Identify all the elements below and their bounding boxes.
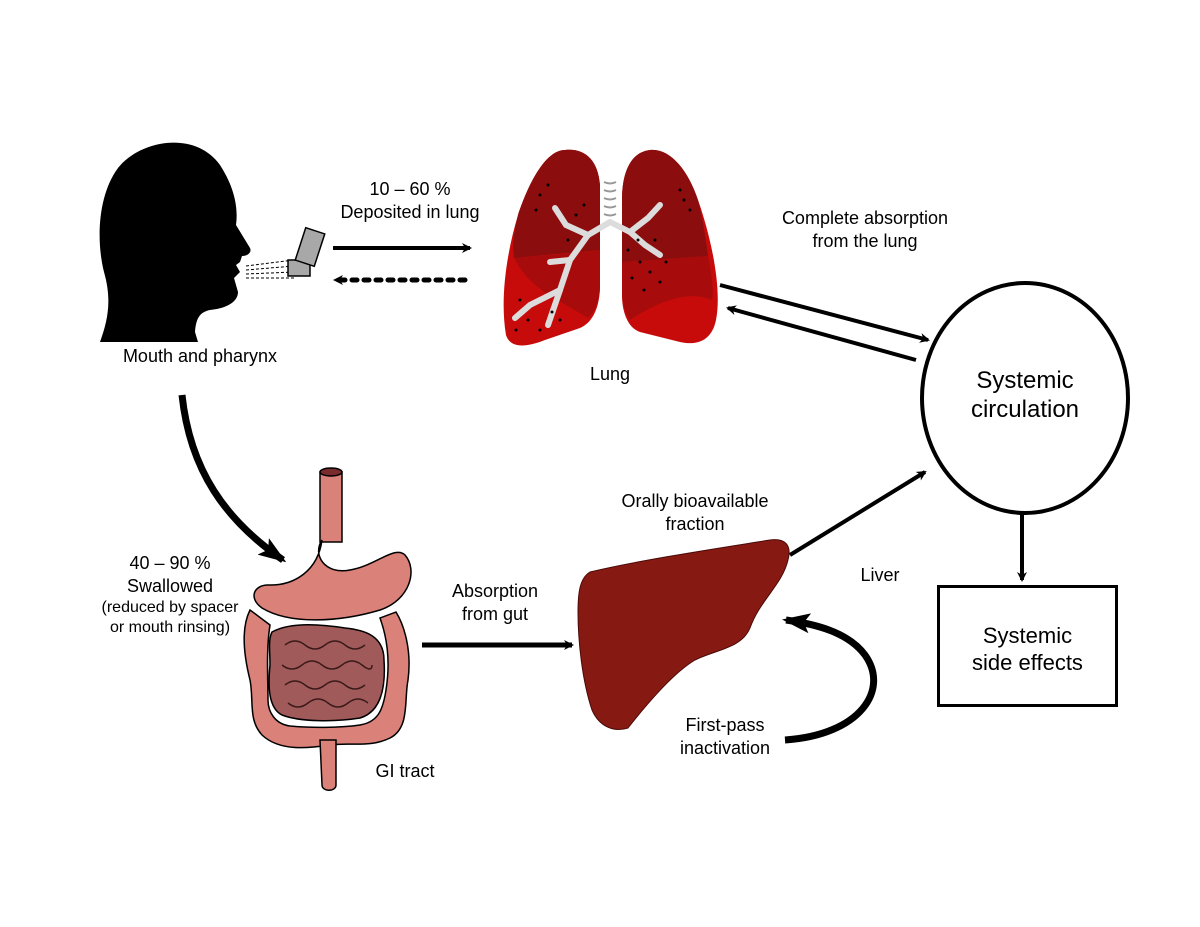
deposited-pct-label: 10 – 60 %: [369, 179, 451, 199]
reduced-by-spacer-line2: or mouth rinsing): [109, 619, 231, 636]
inhaler-icon: [287, 226, 326, 277]
reduced-by-spacer-line1: (reduced by spacer: [101, 599, 239, 616]
deposited-text-label: Deposited in lung: [340, 202, 480, 222]
swallowed-text-label: Swallowed: [126, 576, 214, 596]
arrow-liver-to-circulation: [788, 470, 927, 557]
side-effects-line2: side effects: [972, 650, 1083, 675]
head-silhouette-icon: [99, 142, 251, 342]
orally-bioavailable-line1: Orally bioavailable: [621, 491, 769, 511]
spray-mist: [245, 259, 295, 279]
lung-icon: [503, 149, 718, 346]
lung-label: Lung: [589, 364, 631, 384]
swallowed-pct-label: 40 – 90 %: [129, 553, 211, 573]
systemic-circulation-line2: circulation: [970, 396, 1080, 423]
systemic-circulation-node: [920, 281, 1130, 515]
absorption-gut-line1: Absorption: [451, 581, 539, 601]
gi-tract-icon: [243, 467, 412, 791]
orally-bioavailable-line2: fraction: [665, 514, 725, 534]
first-pass-line1: First-pass: [685, 715, 765, 735]
arrow-swallowed: [178, 394, 287, 563]
systemic-circulation-line1: Systemic: [976, 367, 1074, 394]
liver-icon: [577, 539, 790, 730]
arrow-lung-to-circulation: [719, 283, 930, 343]
complete-absorption-line1: Complete absorption: [781, 208, 949, 228]
gi-tract-label: GI tract: [375, 761, 435, 781]
side-effects-box: [937, 585, 1118, 707]
side-effects-line1: Systemic: [982, 623, 1073, 648]
liver-label: Liver: [860, 565, 900, 585]
absorption-gut-line2: from gut: [461, 604, 529, 624]
complete-absorption-line2: from the lung: [812, 231, 918, 251]
arrow-first-pass: [782, 613, 878, 744]
first-pass-line2: inactivation: [679, 738, 771, 758]
arrow-circulation-to-lung: [726, 305, 917, 362]
mouth-pharynx-label: Mouth and pharynx: [122, 346, 278, 366]
